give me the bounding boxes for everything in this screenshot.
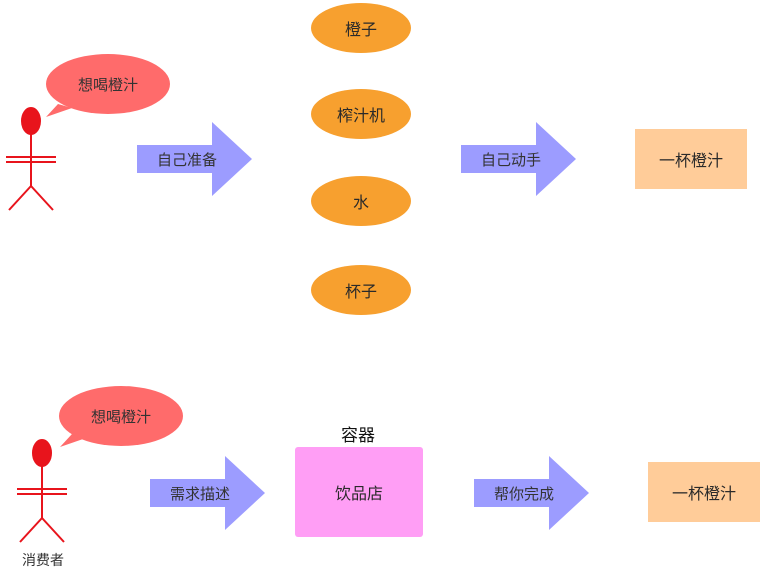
actor-bottom-label: 消费者	[22, 553, 64, 569]
arrow-prepare-label: 自己准备	[156, 150, 217, 169]
speech-bubble-bottom-icon	[59, 386, 183, 447]
arrow-help-icon	[474, 456, 589, 530]
speech-bubble-bottom-label: 想喝橙汁	[90, 407, 151, 426]
ingredient-water: 水	[311, 176, 411, 226]
result-bottom-box: 一杯橙汁	[648, 462, 760, 522]
actor-top-icon	[6, 107, 56, 211]
ingredient-juicer: 榨汁机	[311, 89, 411, 139]
arrow-describe-icon	[150, 456, 265, 530]
arrow-do-label: 自己动手	[480, 150, 541, 169]
ingredient-cup: 杯子	[311, 265, 411, 315]
result-top-box: 一杯橙汁	[635, 129, 747, 189]
container-box: 饮品店	[295, 447, 423, 537]
arrow-do-icon	[461, 122, 576, 196]
speech-bubble-top-icon	[46, 54, 170, 117]
arrow-prepare-icon	[137, 122, 252, 196]
arrow-help-label: 帮你完成	[493, 484, 554, 503]
actor-bottom-icon	[17, 439, 67, 543]
container-title: 容器	[341, 425, 375, 446]
ingredient-orange: 橙子	[311, 3, 411, 53]
arrow-describe-label: 需求描述	[169, 484, 230, 503]
speech-bubble-top-label: 想喝橙汁	[77, 75, 138, 94]
